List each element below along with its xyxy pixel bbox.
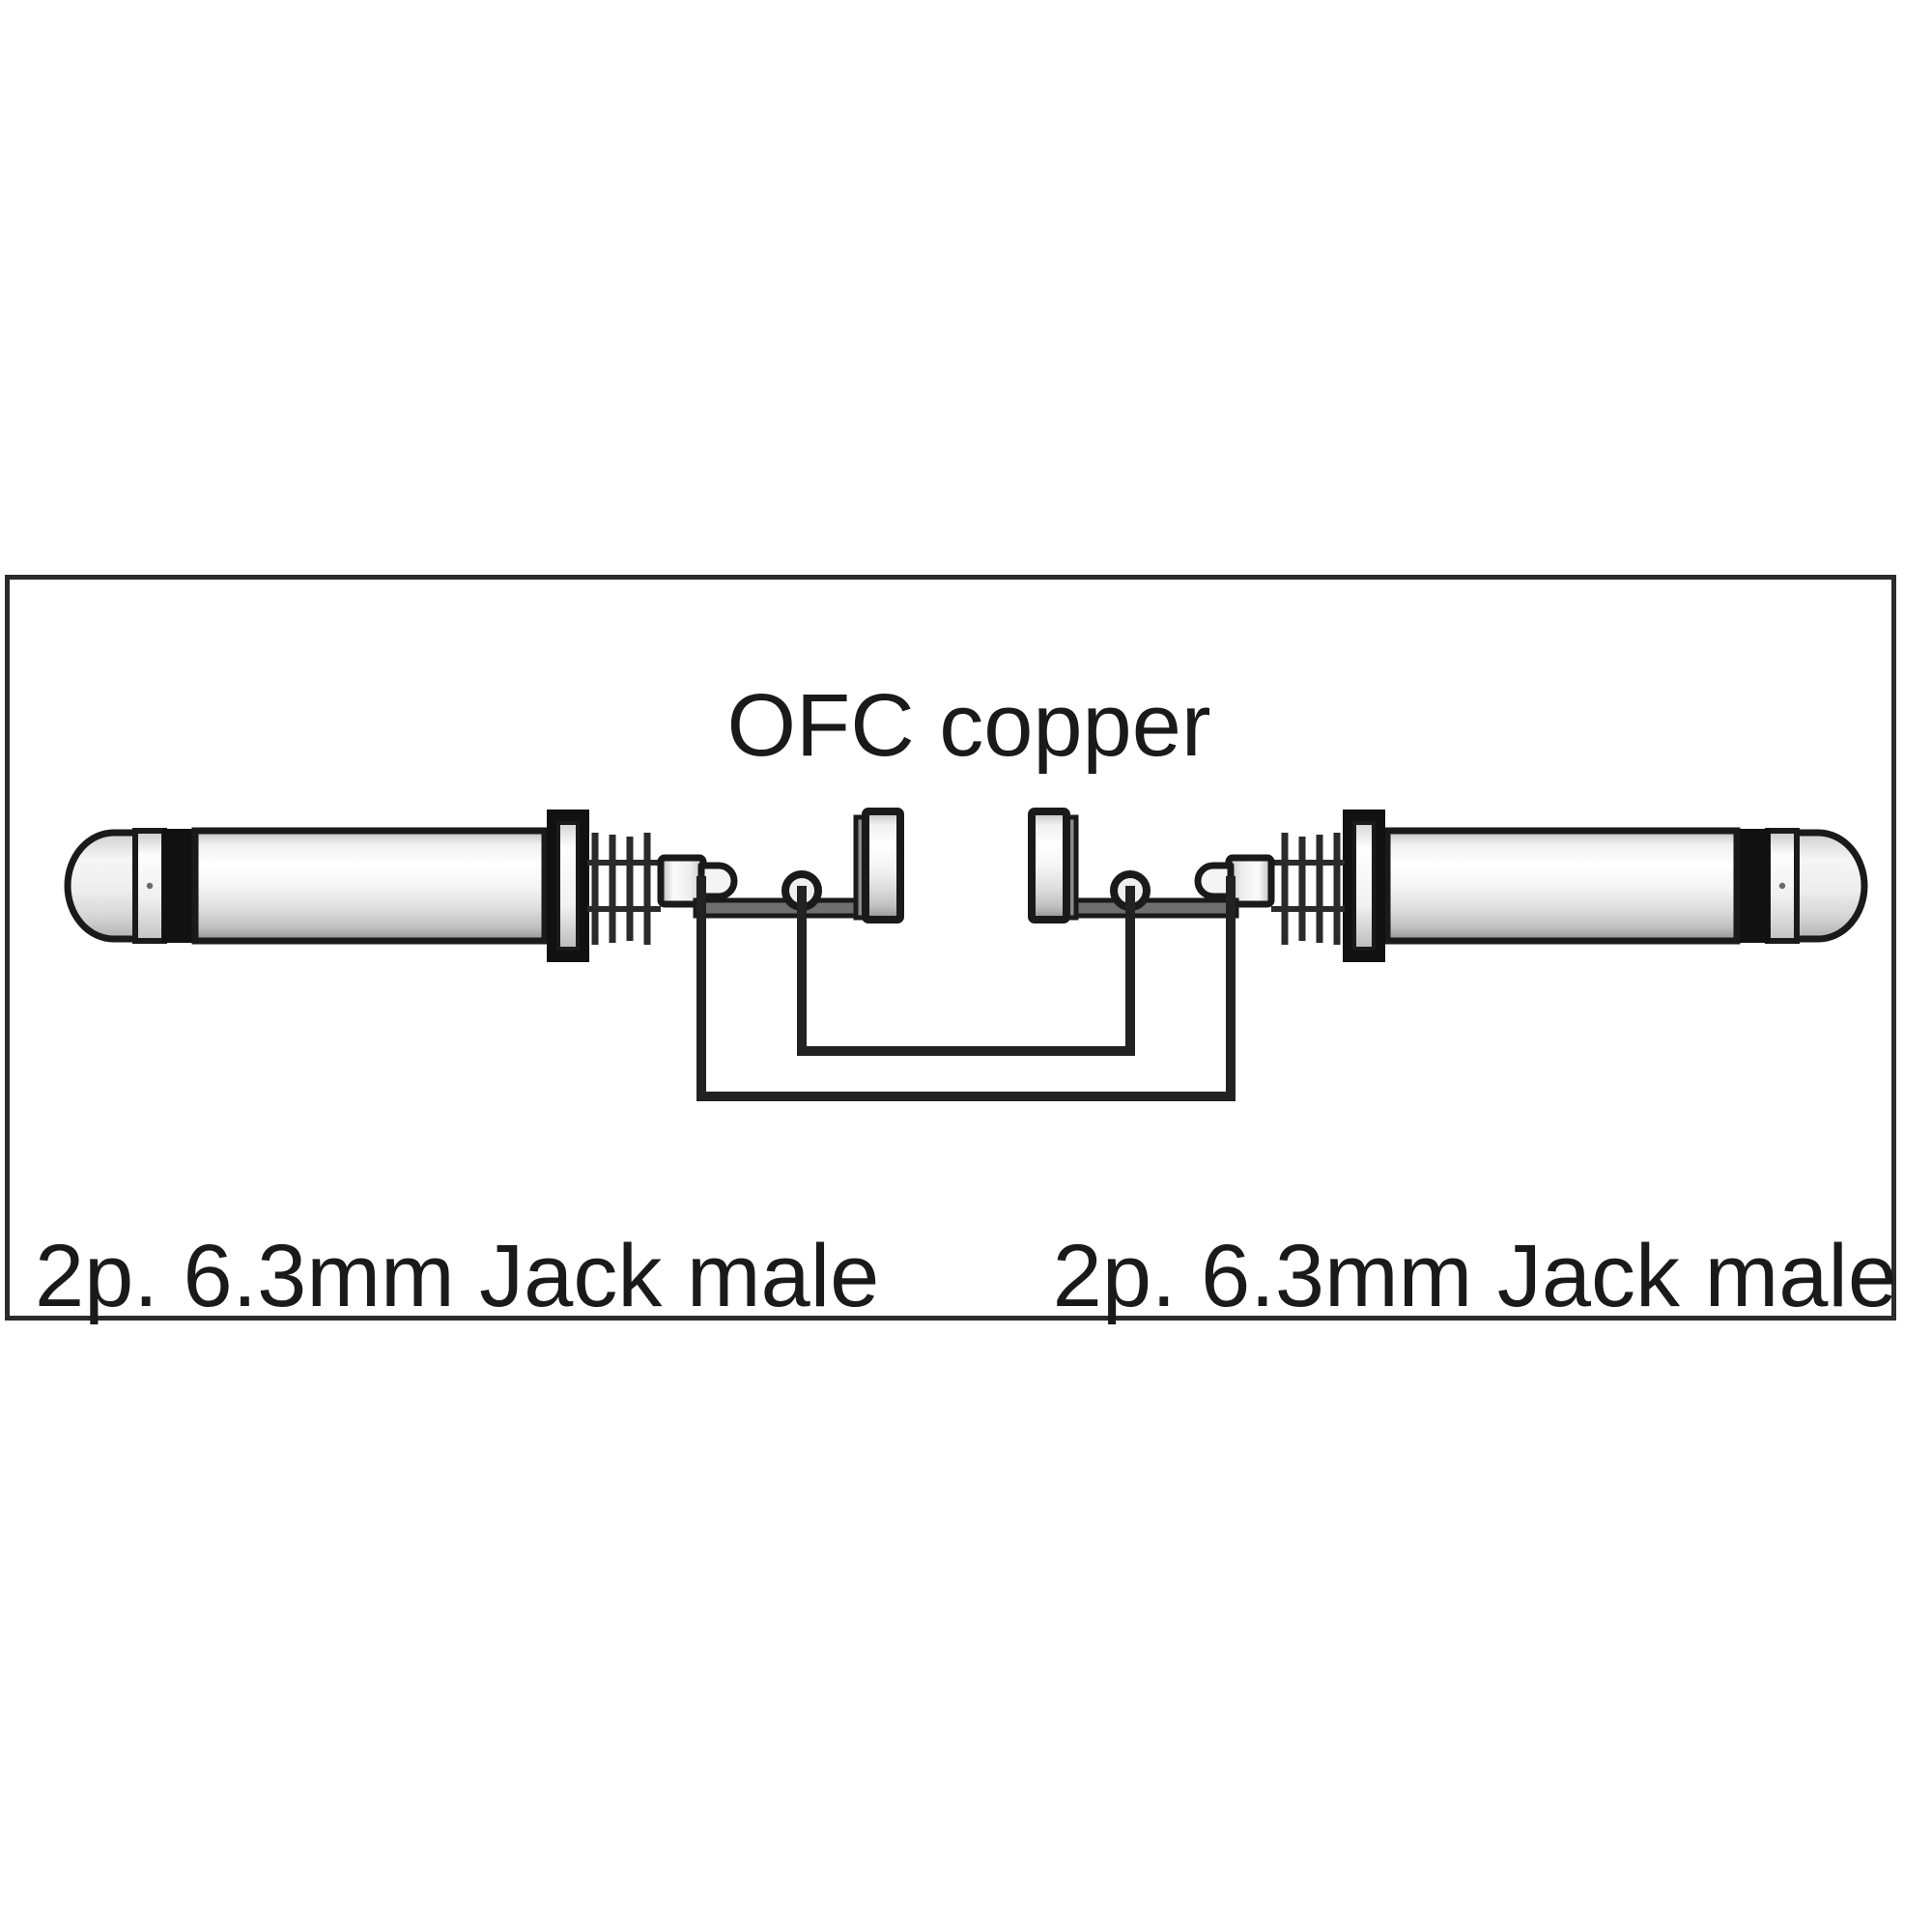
right-sleeve-terminal-group	[1028, 808, 1239, 923]
left-connector-label: 2p. 6.3mm Jack male	[35, 1227, 879, 1325]
right-connector-label: 2p. 6.3mm Jack male	[1053, 1227, 1897, 1325]
diagram-border	[5, 575, 1896, 1321]
tip-signal-wire	[696, 876, 1236, 1101]
diagram-title: OFC copper	[726, 676, 1210, 775]
sleeve-ground-wire	[797, 886, 1135, 1056]
